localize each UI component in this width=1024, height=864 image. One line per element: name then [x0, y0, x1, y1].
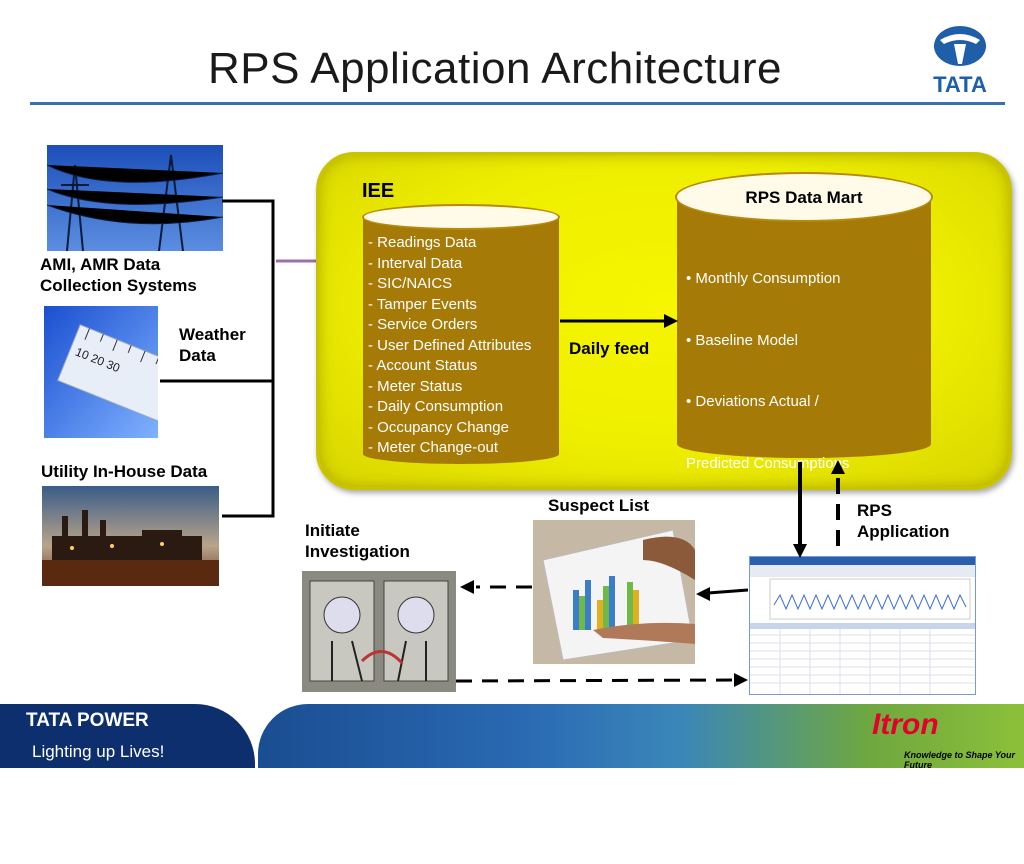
suspect-list-label: Suspect List: [548, 496, 650, 515]
ami-amr-label: AMI, AMR Data Collection Systems: [40, 255, 197, 295]
utility-data-label: Utility In-House Data: [41, 462, 208, 481]
iee-cylinder: [363, 216, 559, 464]
rps-application-label: RPS Application: [857, 501, 950, 541]
list-item: - Interval Data: [368, 254, 463, 272]
rps-data-mart-cylinder: [677, 196, 931, 458]
list-item: - User Defined Attributes: [368, 336, 532, 354]
tata-logo: TATA: [918, 22, 1002, 98]
list-item: - Meter Change-out: [368, 439, 499, 456]
list-item: - Occupancy Change: [368, 418, 509, 436]
initiate-investigation-label: Initiate Investigation: [305, 521, 410, 561]
suspect-list-image: [533, 520, 695, 664]
footer-band: [258, 704, 1024, 768]
rps-data-mart-title: RPS Data Mart: [745, 188, 863, 207]
list-item: • Investigation Information: [686, 823, 859, 841]
list-item: - Account Status: [368, 357, 478, 374]
daily-feed-label: Daily feed: [569, 339, 650, 358]
list-item: - Readings Data: [368, 234, 477, 251]
footer-brand: TATA POWER: [26, 710, 149, 731]
iee-item-list: - Readings Data - Interval Data - SIC/NA…: [368, 233, 558, 459]
power-lines-image: [47, 145, 223, 251]
investigation-image: [302, 571, 456, 692]
footer-tagline: Lighting up Lives!: [32, 742, 165, 761]
rps-application-screenshot: [749, 556, 976, 695]
thermometer-image: 10 20 30: [44, 306, 158, 438]
iee-cylinder-top: [362, 204, 560, 230]
list-item: - Meter Status: [368, 377, 463, 395]
list-item: - Service Orders: [368, 316, 478, 333]
tata-logo-text: TATA: [933, 72, 987, 97]
list-item: • Deviations Actual /: [686, 393, 819, 410]
list-item: • Monthly Consumption: [686, 270, 841, 287]
itron-tagline: Knowledge to Shape Your Future: [904, 750, 1016, 770]
list-item: - SIC/NAICS: [368, 275, 453, 292]
weather-data-label: Weather Data: [179, 325, 246, 365]
flow-arrows: [455, 314, 845, 687]
iee-label: IEE: [362, 180, 395, 202]
list-item: Predicted Consumptions: [686, 454, 850, 472]
list-item: - Daily Consumption: [368, 398, 504, 415]
power-plant-image: [42, 486, 219, 586]
title-divider: [30, 102, 1005, 105]
list-item: • Other Estimation Models: [686, 516, 860, 533]
footer-brand-panel: [0, 704, 255, 768]
page-title: RPS Application Architecture: [207, 44, 783, 93]
list-item: - Tamper Events: [368, 295, 477, 313]
rps-data-mart-cylinder-top: [675, 172, 933, 222]
list-item: • Baseline Model: [686, 331, 798, 349]
itron-logo: Itron: [872, 708, 939, 741]
